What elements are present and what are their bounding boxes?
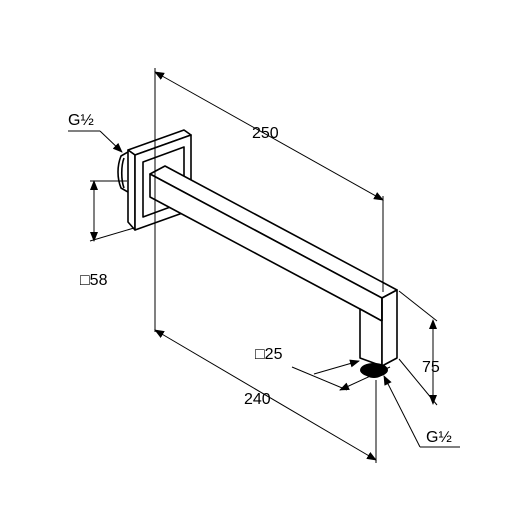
dimension-25-label: □25 [255, 346, 283, 363]
thread-callout-top: G½ [68, 112, 123, 153]
shower-arm-body [149, 165, 398, 367]
thread-top-label: G½ [68, 112, 94, 129]
dimension-240: 240 [154, 329, 377, 461]
dimension-58: □58 [80, 180, 108, 289]
thread-bottom-label: G½ [426, 429, 452, 446]
dimension-250: 250 [154, 71, 384, 201]
wall-nipple [117, 151, 129, 193]
dimension-240-label: 240 [244, 391, 271, 408]
dimension-58-label: □58 [80, 272, 108, 289]
dimension-75-label: 75 [422, 359, 440, 376]
dimension-25: □25 [255, 346, 391, 391]
dimension-75: 75 [422, 319, 440, 405]
dimension-250-label: 250 [252, 125, 279, 142]
thread-callout-bottom: G½ [383, 375, 460, 448]
outlet-connector [360, 363, 388, 378]
